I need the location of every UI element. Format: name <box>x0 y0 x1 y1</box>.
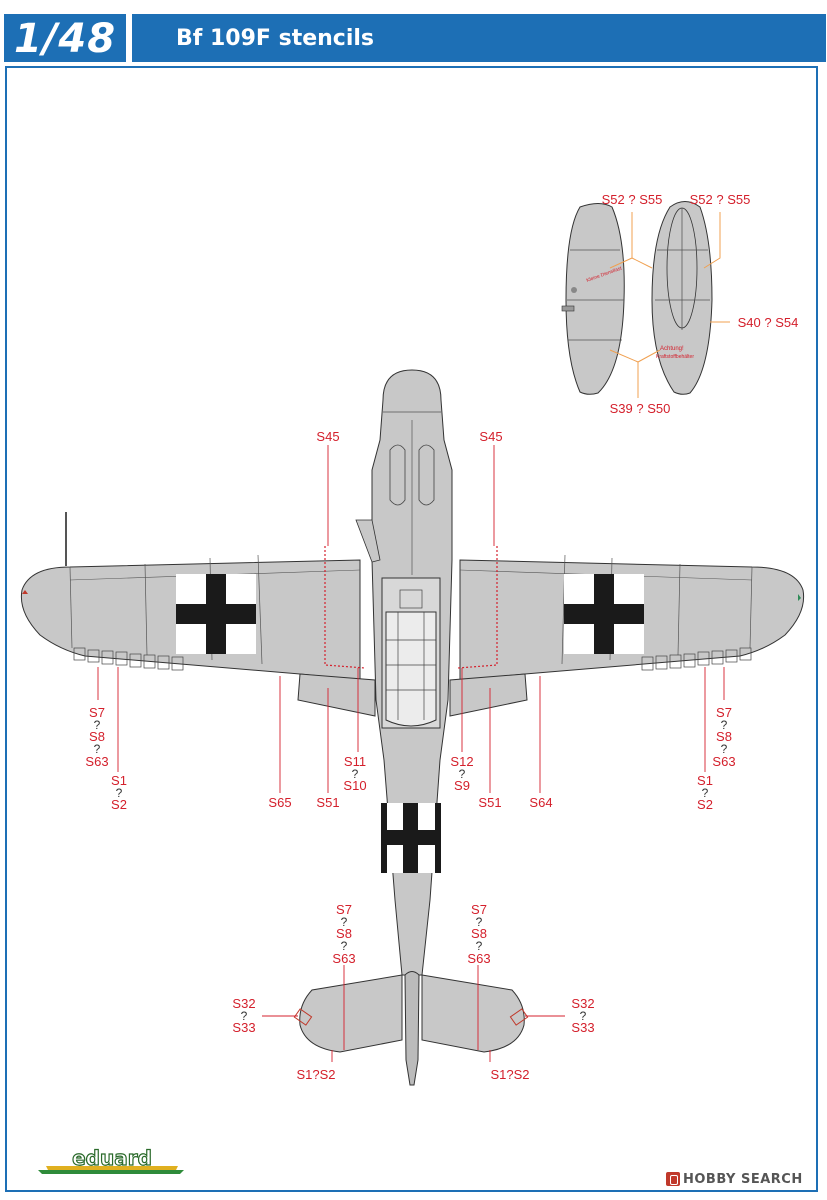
eduard-logo: eduard <box>38 1145 184 1174</box>
page-title: Bf 109F stencils <box>176 26 375 51</box>
label-q: ? <box>94 742 101 756</box>
label-tail-right-side: S32 ? S33 <box>571 996 594 1035</box>
label-tank-right-side: S40 ? S54 <box>738 315 799 330</box>
label-s63: S63 <box>467 951 490 966</box>
label-s8: S8 <box>716 729 732 744</box>
label-s1: S1 <box>111 773 127 788</box>
scale-badge: 1/48 <box>4 14 126 62</box>
label-tail-left-bottom: S1?S2 <box>296 1067 335 1082</box>
drop-tank-top: Achtung! Kraftstoffbehälter <box>651 201 713 395</box>
wing-walk-lines <box>324 546 498 669</box>
hobby-search-watermark: HOBBY SEARCH <box>666 1170 803 1188</box>
label-right-outer-stack: S7 ? S8 ? S63 <box>712 705 735 769</box>
leader-lines <box>97 445 725 1062</box>
label-s12: S12 <box>450 754 473 769</box>
hobby-search-icon <box>666 1172 680 1186</box>
eduard-logo-text: eduard <box>72 1146 152 1170</box>
label-q: ? <box>241 1009 248 1023</box>
tank-kraftstoff-text: Kraftstoffbehälter <box>656 354 694 360</box>
label-q: ? <box>341 915 348 929</box>
label-s7: S7 <box>471 902 487 917</box>
label-q: ? <box>721 718 728 732</box>
label-tank-bottom: S39 ? S50 <box>610 401 671 416</box>
label-q: ? <box>702 786 709 800</box>
label-s64: S64 <box>529 795 552 810</box>
label-s45-right: S45 <box>479 429 502 444</box>
label-s33: S33 <box>571 1020 594 1035</box>
label-s8: S8 <box>471 926 487 941</box>
label-left-outer-b: S1 ? S2 <box>111 773 127 812</box>
label-s11-stack: S11 ? S10 <box>343 754 366 793</box>
label-s63: S63 <box>332 951 355 966</box>
header-bar: 1/48 Bf 109F stencils <box>4 14 826 62</box>
diagram-frame <box>5 66 818 1192</box>
label-tail-right-stack: S7 ? S8 ? S63 <box>467 902 490 966</box>
label-s7: S7 <box>716 705 732 720</box>
label-s10: S10 <box>343 778 366 793</box>
label-q: ? <box>94 718 101 732</box>
label-s63: S63 <box>85 754 108 769</box>
label-s11: S11 <box>344 754 366 769</box>
tank-leaders <box>609 212 730 398</box>
label-s63: S63 <box>712 754 735 769</box>
label-s9: S9 <box>454 778 470 793</box>
label-s33: S33 <box>232 1020 255 1035</box>
label-tank-right-top: S52 ? S55 <box>690 192 751 207</box>
balkenkreuz-left <box>176 574 256 654</box>
fuselage-cross <box>381 803 441 873</box>
label-q: ? <box>341 939 348 953</box>
label-q: ? <box>352 767 359 781</box>
label-s8: S8 <box>89 729 105 744</box>
title-bar: Bf 109F stencils <box>132 14 826 62</box>
label-tail-left-stack: S7 ? S8 ? S63 <box>332 902 355 966</box>
label-left-outer-stack: S7 ? S8 ? S63 <box>85 705 108 769</box>
label-tail-left-side: S32 ? S33 <box>232 996 255 1035</box>
aircraft-planform <box>20 369 805 1086</box>
label-s65: S65 <box>268 795 291 810</box>
label-s8: S8 <box>336 926 352 941</box>
label-s51-right: S51 <box>478 795 501 810</box>
label-q: ? <box>459 767 466 781</box>
label-s2: S2 <box>697 797 713 812</box>
label-s7: S7 <box>89 705 105 720</box>
label-tail-right-bottom: S1?S2 <box>490 1067 529 1082</box>
tank-achtung-text: Achtung! <box>660 346 684 352</box>
label-s12-stack: S12 ? S9 <box>450 754 473 793</box>
label-q: ? <box>580 1009 587 1023</box>
label-s51-left: S51 <box>316 795 339 810</box>
label-tank-left-top: S52 ? S55 <box>602 192 663 207</box>
label-q: ? <box>116 786 123 800</box>
drop-tank-side: Kleine Dienstlast <box>561 203 625 395</box>
label-s32: S32 <box>571 996 594 1011</box>
label-s45-left: S45 <box>316 429 339 444</box>
label-q: ? <box>721 742 728 756</box>
label-s7: S7 <box>336 902 352 917</box>
label-q: ? <box>476 939 483 953</box>
label-s2: S2 <box>111 797 127 812</box>
label-s1: S1 <box>697 773 713 788</box>
balkenkreuz-right <box>564 574 644 654</box>
label-s32: S32 <box>232 996 255 1011</box>
label-right-outer-b: S1 ? S2 <box>697 773 713 812</box>
scale-text: 1/48 <box>13 16 117 62</box>
hobby-search-text: HOBBY SEARCH <box>683 1171 803 1187</box>
label-q: ? <box>476 915 483 929</box>
